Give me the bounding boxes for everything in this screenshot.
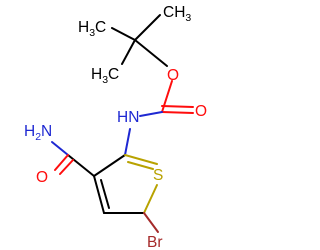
bond-carbonyl-c-nh bbox=[139, 111, 163, 117]
bond-c5-s bbox=[143, 184, 158, 214]
bond-c5-br bbox=[143, 212, 159, 233]
bond-carbamate-co-2 bbox=[161, 105, 194, 108]
bond-amide-co-2 bbox=[59, 159, 74, 175]
atom-h3c-left: H3C bbox=[78, 19, 106, 39]
molecule-diagram: CH3 H3C H3C O O HN H2N O S Br bbox=[24, 4, 207, 250]
bond-s-c2 bbox=[124, 154, 158, 165]
atom-ester-oxygen: O bbox=[167, 67, 179, 84]
bond-ctq-esteroxygen bbox=[134, 39, 168, 67]
bond-c3-amide-c bbox=[67, 154, 95, 177]
bond-amide-c-nh2 bbox=[51, 141, 69, 156]
bond-amide-co-1 bbox=[54, 154, 69, 171]
atom-labels: CH3 H3C H3C O O HN H2N O S Br bbox=[24, 4, 207, 250]
atom-amide-oxygen: O bbox=[36, 169, 48, 186]
bond-c2-s-double bbox=[127, 161, 154, 170]
atom-sulfur: S bbox=[153, 167, 163, 184]
atom-ch3-top: CH3 bbox=[163, 4, 191, 24]
bond-c2-c3 bbox=[93, 154, 126, 177]
atom-h3c-lower: H3C bbox=[91, 66, 119, 86]
bond-ester-o-carbonyl-c bbox=[161, 80, 173, 113]
bond-c3-c4-inner bbox=[100, 179, 110, 209]
bond-c3-c4-outer bbox=[93, 175, 105, 214]
bonds bbox=[51, 14, 194, 233]
bond-ctq-ch3top bbox=[134, 14, 161, 41]
atom-bromine: Br bbox=[147, 234, 163, 250]
bond-nh-c2 bbox=[124, 128, 131, 156]
atom-carbamate-carbonyl-oxygen: O bbox=[195, 103, 207, 120]
structure-canvas: CH3 H3C H3C O O HN H2N O S Br bbox=[24, 4, 207, 250]
atom-nh: HN bbox=[117, 109, 139, 126]
atom-nh2: H2N bbox=[24, 123, 52, 143]
bond-ctq-h3clower bbox=[121, 39, 136, 65]
bond-ctq-h3cleft bbox=[111, 27, 136, 41]
bond-carbamate-co-1 bbox=[161, 111, 194, 114]
